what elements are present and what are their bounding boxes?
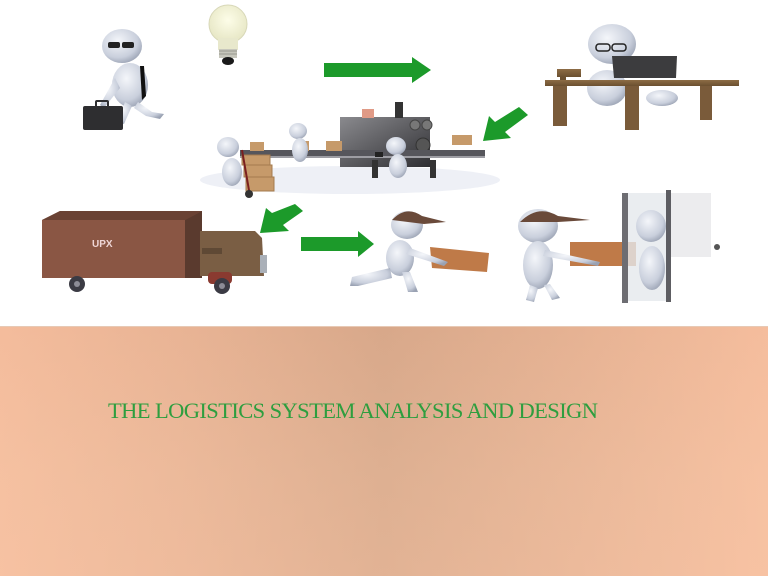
arrow-down-left-icon: [483, 107, 528, 141]
delivery-truck: UPX: [42, 211, 267, 294]
arrow-down-left-icon: [260, 204, 303, 233]
courier-walking-figure: [350, 211, 489, 292]
arrow-right-icon: [301, 231, 374, 257]
light-bulb-icon: [208, 4, 248, 65]
designer-at-desk-figure: [545, 24, 739, 130]
slide-title: THE LOGISTICS SYSTEM ANALYSIS AND DESIGN: [108, 398, 598, 423]
logistics-flow-illustration: UPX: [42, 4, 739, 303]
factory-conveyor-scene: [200, 102, 500, 198]
title-banner: [0, 326, 768, 576]
businessman-figure: [83, 29, 164, 130]
arrow-right-icon: [324, 57, 431, 83]
truck-label: UPX: [92, 239, 113, 250]
courier-handover-figure: [518, 190, 720, 303]
